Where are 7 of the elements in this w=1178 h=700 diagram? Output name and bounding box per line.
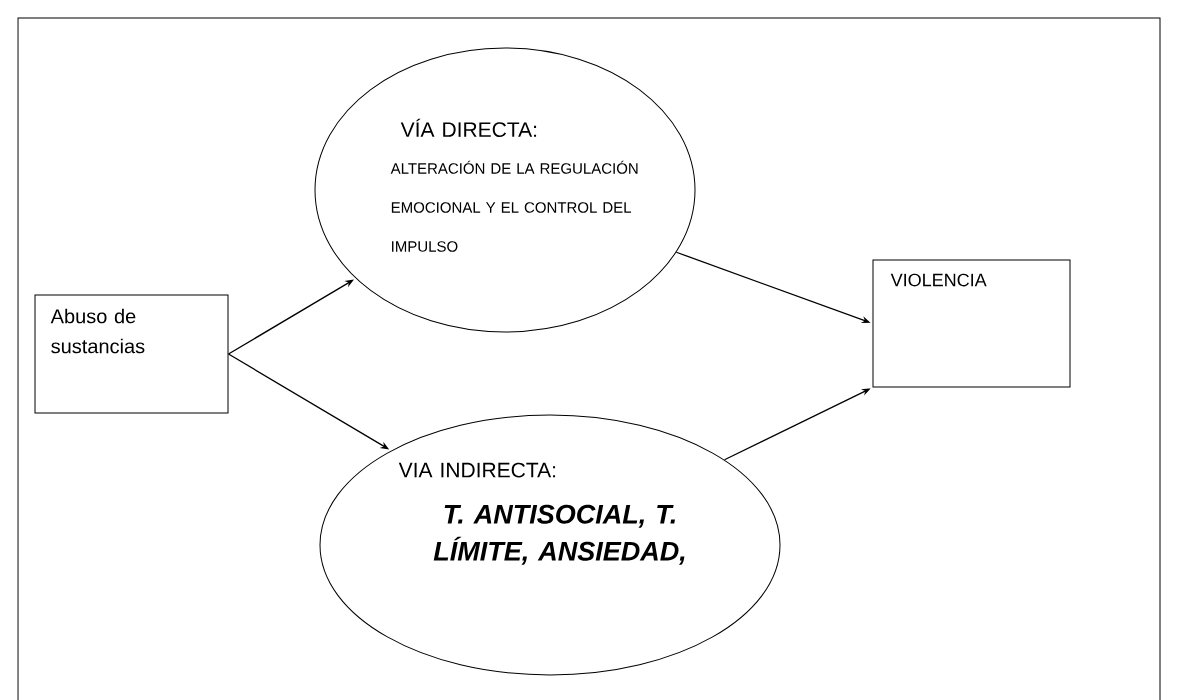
node-text: ALTERACIÓN DE LA REGULACIÓN EMOCIONAL Y EL CONTROL DEL IMPULSO <box>390 160 638 252</box>
heading: VÍA DIRECTA: <box>400 118 537 138</box>
bold-italic-text: T. ANTISOCIAL, T. LÍMITE, ANSIEDAD, <box>433 504 685 565</box>
node-text: VIOLENCIA <box>890 273 987 287</box>
heading: VIA INDIRECTA: <box>398 462 556 478</box>
node-text: Abuso de sustancias <box>50 308 145 354</box>
arrow <box>227 279 354 355</box>
